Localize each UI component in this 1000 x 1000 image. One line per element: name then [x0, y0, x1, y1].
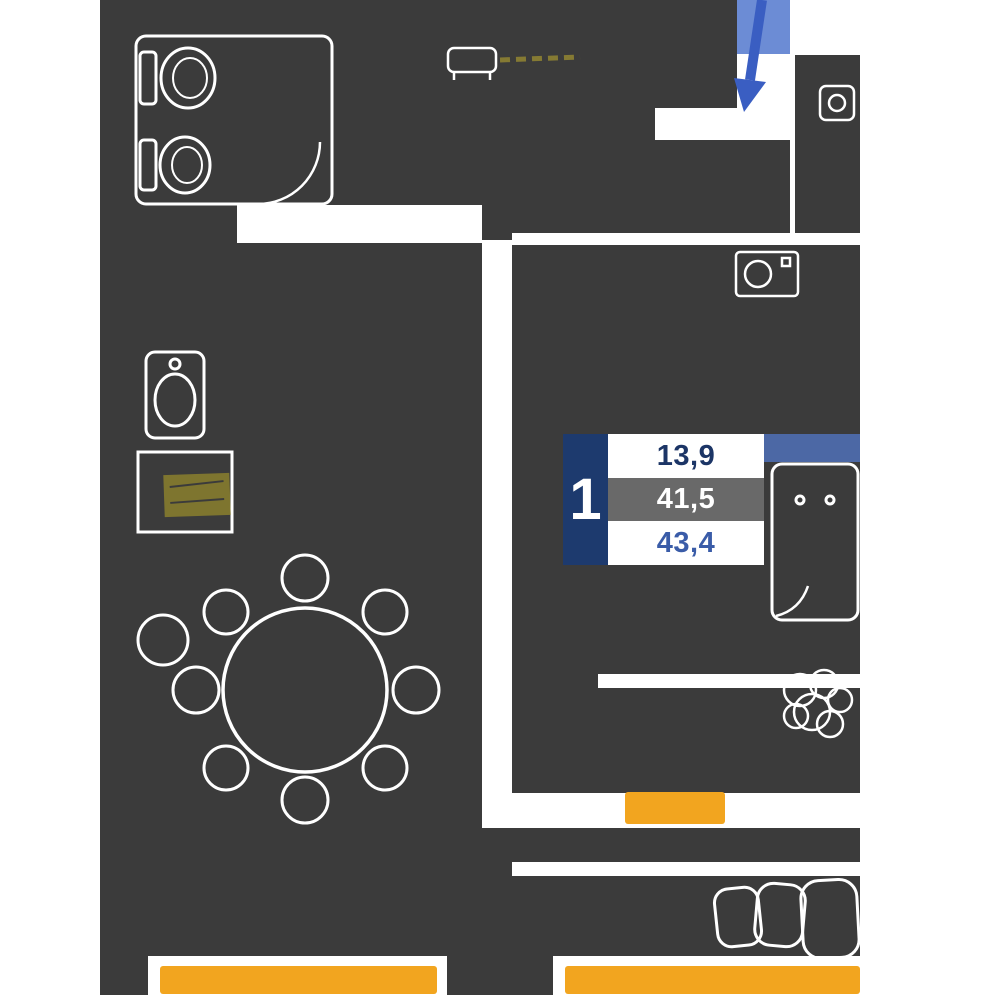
bench-icon — [446, 46, 498, 80]
bathroom-outline — [134, 34, 334, 206]
toilet-icon — [138, 46, 217, 110]
area-rows: 13,9 41,5 43,4 — [608, 434, 764, 565]
rooms-count: 1 — [563, 434, 608, 565]
washbasin-icon — [138, 135, 212, 195]
washing-machine-icon — [734, 250, 800, 298]
wardrobe-icon — [770, 462, 860, 622]
chair-icon — [171, 553, 441, 825]
kitchen-sink-icon — [144, 350, 206, 440]
door-swing-icon — [257, 141, 322, 206]
area-value-middle: 41,5 — [608, 478, 764, 521]
entrance-arrow-icon — [734, 0, 790, 112]
area-value-bottom: 43,4 — [608, 521, 764, 565]
mat-dashed-line — [499, 54, 581, 63]
dining-table-icon — [171, 553, 441, 825]
unit-info-badge[interactable]: 1 13,9 41,5 43,4 — [563, 434, 764, 565]
stove-icon — [163, 472, 231, 518]
boiler-icon — [818, 84, 856, 122]
plant-icon — [782, 668, 854, 739]
area-value-top: 13,9 — [608, 434, 764, 478]
kitchen-counter-icon — [136, 450, 234, 534]
bed-icon — [712, 878, 861, 960]
balcony-marker — [160, 792, 860, 994]
sofa-icon — [136, 613, 190, 667]
